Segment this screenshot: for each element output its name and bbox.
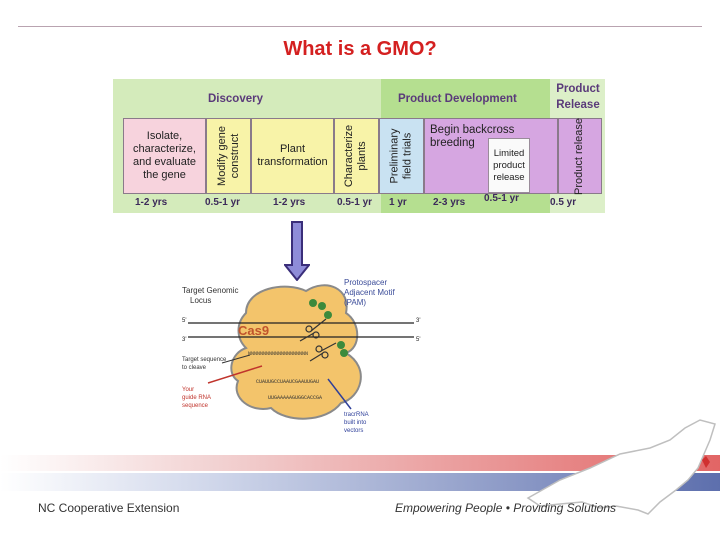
- duration-label: 1-2 yrs: [273, 197, 306, 208]
- three-prime-label: 3': [416, 318, 420, 324]
- stage-modify-gene-construct: Modify gene construct: [206, 118, 251, 194]
- down-arrow-icon: [284, 221, 310, 281]
- stage-text: Modify gene: [215, 126, 228, 186]
- stage-backcross-breeding: Begin backcross breeding Limited product…: [424, 118, 558, 194]
- stage-text: plants: [356, 141, 369, 171]
- duration-label: 2-3 yrs: [433, 197, 466, 208]
- stage-backcross-label: Begin backcross breeding: [430, 124, 514, 150]
- pam-bead: [318, 302, 326, 310]
- stage-preliminary-field-trials: Preliminary field trials: [379, 118, 424, 194]
- guide-rna-sequence: CUAUUGCCUAAUCGAAUUGAU: [256, 379, 319, 385]
- phase-label-product-development: Product Development: [398, 93, 517, 105]
- tracr-rna-pointer: [327, 378, 352, 410]
- duration-label: 1-2 yrs: [135, 197, 168, 208]
- duration-label: 0.5-1 yr: [484, 193, 520, 204]
- pam-bead: [309, 299, 317, 307]
- stage-text: Begin backcross: [430, 124, 515, 136]
- footer-band-red: [0, 455, 720, 471]
- slide-title: What is a GMO?: [283, 38, 437, 60]
- guide-rna-label: Your: [182, 387, 194, 393]
- pam-label: Protospacer: [344, 278, 387, 287]
- phase-label-product-release: Product Release: [552, 81, 604, 113]
- limited-product-release-box: Limited product release: [488, 138, 530, 193]
- phase-release-line2: Release: [556, 99, 600, 111]
- stage-text: release: [493, 171, 525, 183]
- five-prime-label: 5': [416, 337, 420, 343]
- three-prime-label: 3': [182, 337, 186, 343]
- cas9-diagram: 5' 3' 3' 5' NNNNNNNNNNNNNNNNNNNN CUAUUGC…: [182, 278, 420, 433]
- footer-tagline: Empowering People • Providing Solutions: [395, 501, 616, 515]
- target-locus-label: Target Genomic: [182, 286, 238, 295]
- stage-text: Characterize: [343, 124, 356, 188]
- pipeline-stages: Isolate, characterize, and evaluate the …: [123, 117, 605, 195]
- stage-plant-transformation: Plant transformation: [251, 118, 334, 194]
- stage-text: transformation: [257, 156, 328, 168]
- stage-text: construct: [228, 133, 241, 179]
- pam-bead: [324, 311, 332, 319]
- stage-text: and evaluate: [133, 156, 196, 168]
- stage-product-release: Product release: [558, 117, 602, 195]
- stage-durations: 1-2 yrs 0.5-1 yr 1-2 yrs 0.5-1 yr 1 yr 2…: [113, 193, 605, 211]
- target-sequence-pointer: [221, 354, 251, 364]
- target-sequence-label: to cleave: [182, 365, 207, 371]
- footer-organization: NC Cooperative Extension: [38, 501, 180, 515]
- stage-text: product: [493, 159, 525, 171]
- stage-text: Limited: [493, 147, 525, 159]
- scissors-icon: [299, 318, 337, 362]
- duration-label: 1 yr: [389, 197, 407, 208]
- guide-rna-pointer: [207, 365, 263, 384]
- stage-text: Isolate,: [146, 130, 183, 142]
- stage-isolate-gene: Isolate, characterize, and evaluate the …: [123, 118, 206, 194]
- cas9-label: Cas9: [238, 323, 269, 338]
- tracr-rna-label: tracrRNA: [344, 412, 369, 418]
- tracr-rna-label: vectors: [344, 428, 363, 433]
- stage-text: characterize,: [133, 143, 196, 155]
- target-locus-label: Locus: [190, 296, 211, 305]
- top-rule: [18, 26, 702, 27]
- duration-label: 0.5-1 yr: [205, 197, 241, 208]
- guide-rna-label: guide RNA: [182, 395, 211, 401]
- phase-label-discovery: Discovery: [208, 93, 263, 105]
- pam-label: (PAM): [344, 298, 366, 307]
- target-sequence: NNNNNNNNNNNNNNNNNNNN: [248, 351, 308, 357]
- stage-text: Plant: [279, 143, 306, 155]
- duration-label: 0.5-1 yr: [337, 197, 373, 208]
- stage-text: Preliminary: [388, 128, 401, 184]
- footer-band-blue: [0, 473, 720, 491]
- stage-text: Product release: [573, 117, 586, 195]
- pam-bead: [340, 349, 348, 357]
- stage-text: breeding: [430, 137, 475, 149]
- north-carolina-map-icon: [526, 419, 716, 515]
- tracr-rna-sequence: UUGAAAAAGUGGCACCGA: [268, 395, 322, 401]
- tracr-rna-label: built into: [344, 420, 367, 426]
- stage-text: the gene: [143, 169, 186, 181]
- guide-rna-label: sequence: [182, 403, 209, 409]
- stage-text: field trials: [401, 132, 414, 180]
- stage-characterize-plants: Characterize plants: [334, 118, 379, 194]
- target-sequence-label: Target sequence: [182, 357, 227, 363]
- duration-label: 0.5 yr: [550, 197, 577, 208]
- phase-release-line1: Product: [556, 83, 600, 95]
- pam-label: Adjacent Motif: [344, 288, 395, 297]
- gmo-development-pipeline: Discovery Product Development Product Re…: [113, 79, 605, 213]
- five-prime-label: 5': [182, 318, 186, 324]
- pam-bead: [337, 341, 345, 349]
